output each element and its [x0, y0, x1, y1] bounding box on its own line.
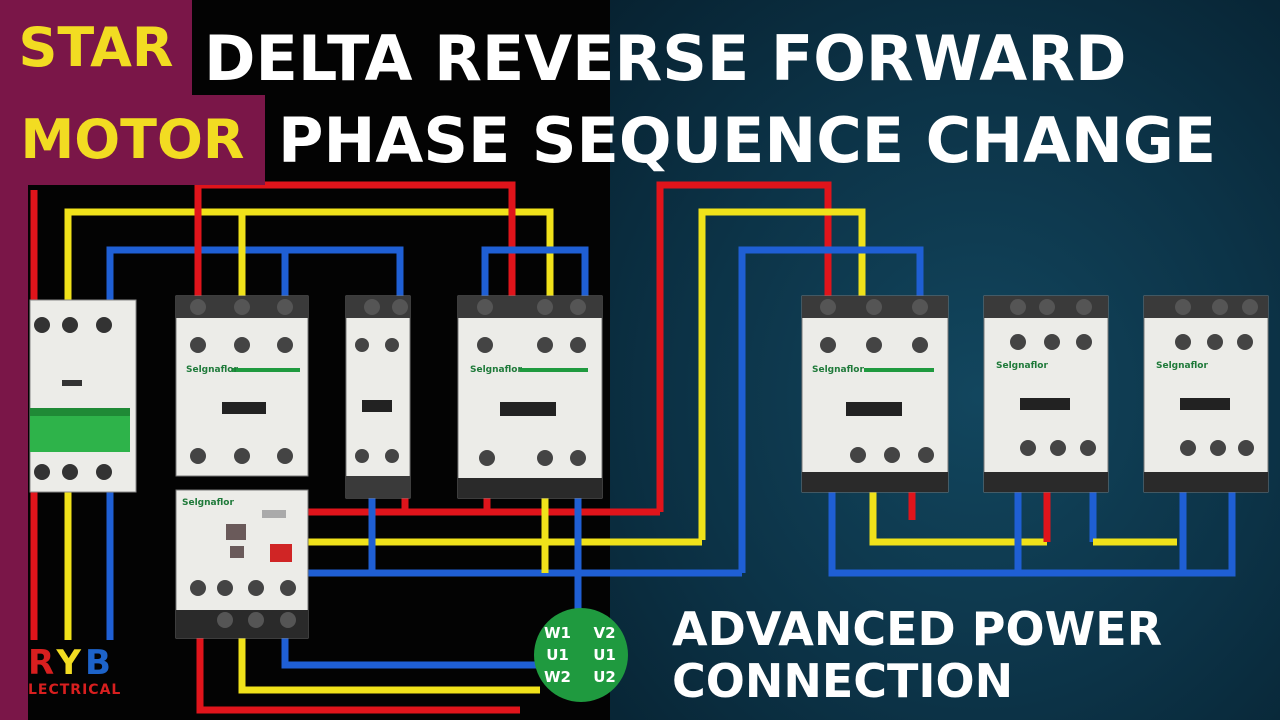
title-star: STAR — [18, 15, 174, 79]
wire-yellow-supply — [64, 208, 554, 300]
wire-blue-k3 — [481, 246, 589, 300]
title-motor-box: MOTOR — [0, 95, 265, 185]
logo-letter-b: B — [84, 643, 115, 683]
wire-red-top — [194, 181, 516, 300]
title-line-1: DELTA REVERSE FORWARD — [204, 22, 1127, 95]
circuit-breaker — [29, 299, 137, 493]
subtitle-line-2: CONNECTION — [672, 653, 1014, 708]
wire-yellow-right-bottom — [869, 490, 1047, 546]
contactor-k4 — [801, 295, 949, 493]
subtitle: ADVANCED POWER CONNECTION — [672, 602, 1163, 708]
brand-label-k5: Selgnaflor — [996, 361, 1048, 371]
brand-label-k1: Selgnaflor — [186, 365, 238, 375]
wire-blue-right — [738, 246, 924, 573]
wire-red-bottom — [196, 630, 520, 714]
brand-label-ol: Selgnaflor — [182, 498, 234, 508]
logo-subtext: LECTRICAL — [28, 682, 122, 698]
wire-yellow-right — [698, 208, 866, 540]
terminal-label: U1 — [546, 646, 569, 664]
wire-blue-supply — [106, 246, 404, 300]
terminal-label: U1 — [593, 646, 616, 664]
contactor-k6 — [1143, 295, 1269, 493]
terminal-label: W1 — [544, 624, 571, 642]
brand-label-k3: Selgnaflor — [470, 365, 522, 375]
wire-yellow-bottom — [238, 630, 540, 694]
overload-relay — [175, 489, 309, 639]
contactor-k1 — [175, 295, 309, 477]
ryb-logo: RYB LECTRICAL — [28, 646, 121, 698]
wire-blue-right-bottom — [828, 490, 1236, 577]
subtitle-line-1: ADVANCED POWER — [672, 602, 1163, 656]
title-line-2: PHASE SEQUENCE CHANGE — [278, 104, 1217, 177]
title-star-box: STAR — [0, 0, 192, 95]
contactor-k2 — [345, 295, 411, 499]
terminal-label: U2 — [593, 668, 616, 686]
title-motor: MOTOR — [20, 108, 245, 171]
brand-label-k4: Selgnaflor — [812, 365, 864, 375]
wire-blue-bottom — [281, 630, 545, 669]
logo-letter-y: Y — [56, 643, 85, 683]
logo-text: RYB — [28, 646, 121, 680]
logo-letter-r: R — [28, 643, 57, 683]
terminal-label: W2 — [544, 668, 571, 686]
wire-red-right — [656, 181, 832, 512]
contactor-k5 — [983, 295, 1109, 493]
contactor-k3 — [457, 295, 603, 499]
terminal-badge: W1 V2 U1 U1 W2 U2 — [534, 608, 628, 702]
terminal-label: V2 — [593, 624, 616, 642]
brand-label-k6: Selgnaflor — [1156, 361, 1208, 371]
